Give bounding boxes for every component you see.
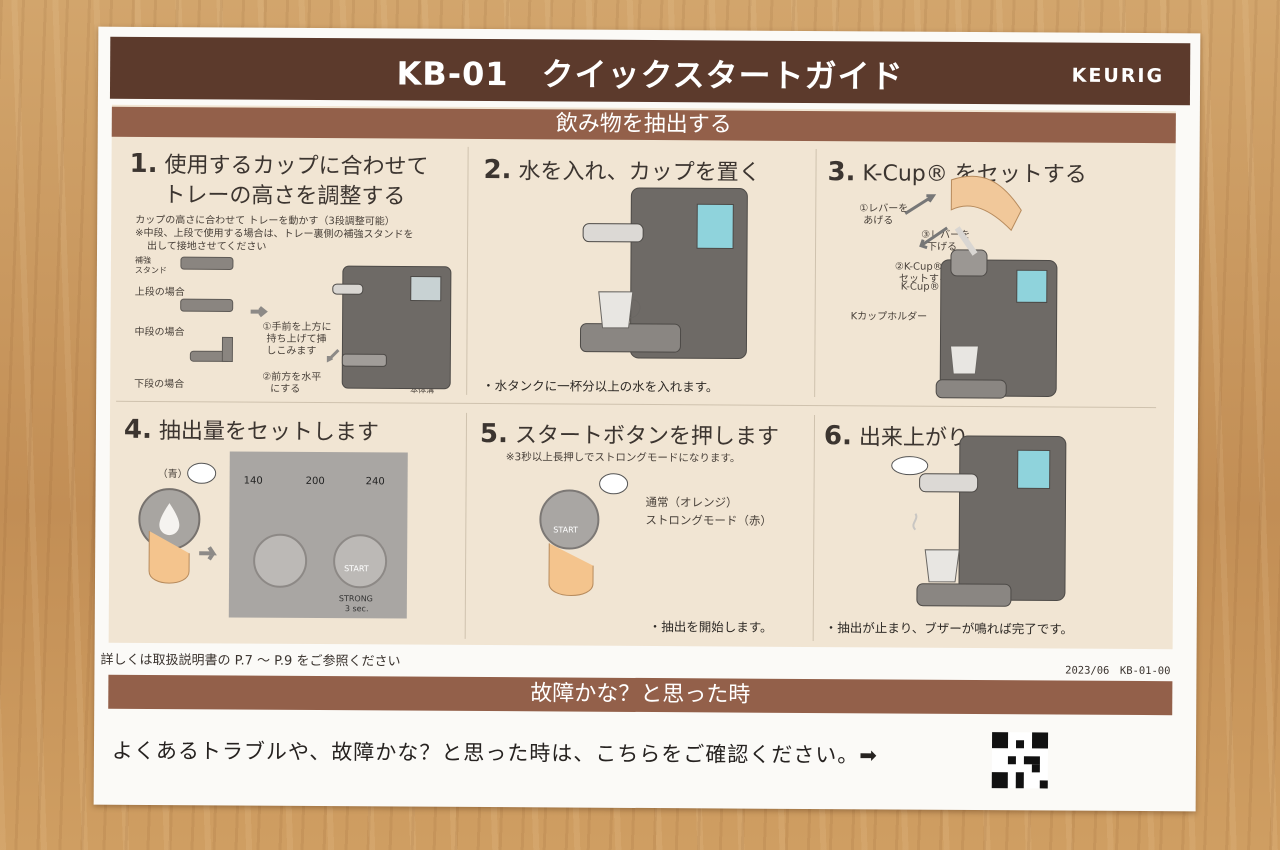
blue-label: （青）	[157, 469, 188, 481]
coffee-button[interactable]	[252, 533, 308, 588]
quick-start-card: KB-01 クイックスタートガイド KEURIG 飲み物を抽出する 1. 使用す…	[93, 26, 1201, 812]
step-number: 4.	[123, 414, 152, 445]
page-title: KB-01 クイックスタートガイド	[396, 54, 904, 96]
divider	[812, 415, 816, 642]
start-label: START	[553, 525, 579, 535]
step-number: 6.	[823, 421, 852, 452]
step-note: ・抽出を開始します。	[648, 619, 773, 635]
manual-reference: 詳しくは取扱説明書の P.7 〜 P.9 をご参照ください	[100, 652, 401, 670]
mode-strong: ストロングモード（赤）	[645, 512, 772, 528]
strong-sec: 3 sec.	[344, 604, 369, 614]
divider	[464, 412, 468, 639]
divider	[814, 149, 817, 398]
size-240: 240	[365, 476, 385, 488]
doc-code: 2023/06 KB-01-00	[1065, 664, 1171, 678]
annotation: Kカップホルダー	[850, 311, 928, 323]
step-note: ・抽出が止まり、ブザーが鳴れば完了です。	[824, 620, 1074, 637]
brew-panel: 飲み物を抽出する 1. 使用するカップに合わせて トレーの高さを調整する カップ…	[108, 104, 1176, 650]
tray-adjust-illustration	[180, 256, 452, 390]
strong-label: STRONG	[338, 594, 373, 604]
section-title-trouble: 故障かな？と思った時	[108, 674, 1173, 716]
start-label: START	[344, 564, 369, 574]
start-button[interactable]: START	[332, 534, 388, 589]
annotation: あげる	[863, 215, 894, 227]
start-button-large[interactable]: START	[539, 489, 600, 550]
step-title: スタートボタンを押します	[514, 423, 779, 450]
step-number: 3.	[827, 157, 856, 188]
step-subnote: ※3秒以上長押しでストロングモードになります。	[505, 451, 741, 465]
size-140: 140	[243, 475, 263, 487]
finished-illustration	[891, 435, 1067, 607]
water-button-illustration	[138, 462, 217, 584]
header-bar: KB-01 クイックスタートガイド KEURIG	[109, 36, 1191, 106]
step-title: 出来上がり	[858, 425, 969, 451]
control-panel-4: 140 200 240 START STRONG 3 sec.	[228, 451, 408, 619]
step-note: ・水タンクに一杯分以上の水を入れます。	[482, 377, 719, 395]
mode-normal: 通常（オレンジ）	[645, 494, 738, 510]
step-title: 抽出量をセットします	[158, 419, 379, 446]
step-title: 水を入れ、カップを置く	[518, 159, 761, 186]
step-number: 5.	[479, 418, 508, 450]
qr-code-icon[interactable]	[991, 732, 1049, 789]
kcup-illustration	[904, 175, 1058, 399]
press-finger-illustration	[548, 473, 629, 596]
annotation: K-Cup®	[900, 281, 940, 293]
troubleshoot-text: よくあるトラブルや、故障かな？と思った時は、こちらをご確認ください。➡	[111, 738, 878, 768]
size-200: 200	[305, 475, 325, 488]
brand-logo: KEURIG	[1071, 64, 1165, 88]
fill-water-illustration	[579, 187, 748, 360]
